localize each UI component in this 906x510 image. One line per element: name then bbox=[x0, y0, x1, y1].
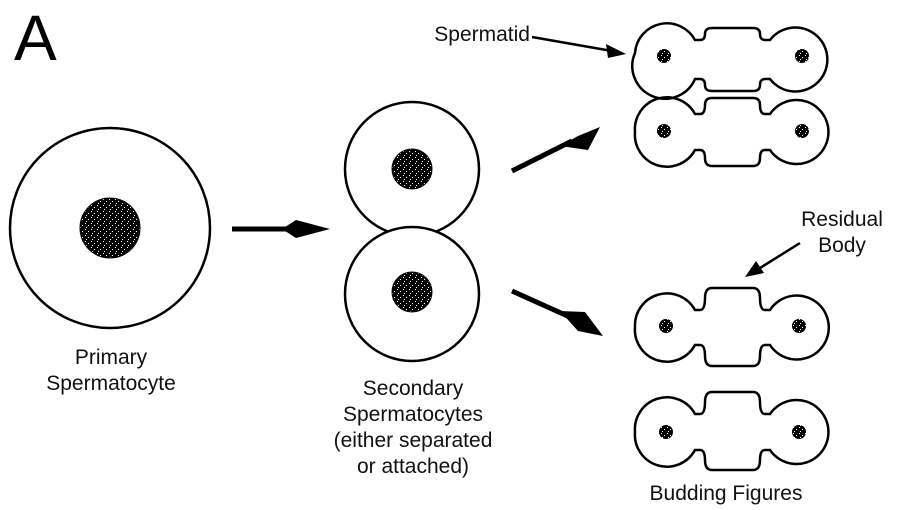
arrow-to-budding-figures bbox=[510, 288, 603, 336]
label-line: Residual bbox=[801, 208, 883, 231]
label-secondary-spermatocytes: Secondary Spermatocytes (either separate… bbox=[318, 376, 508, 480]
label-line: Budding Figures bbox=[649, 482, 803, 505]
primary-spermatocyte bbox=[8, 126, 212, 330]
secondary-nucleus-bottom bbox=[391, 271, 433, 313]
budding-nucleus bbox=[659, 319, 673, 333]
arrow-primary-to-secondary bbox=[232, 220, 330, 238]
primary-nucleus bbox=[79, 197, 141, 259]
label-line: Spermatid bbox=[434, 23, 530, 46]
spermatid-nucleus bbox=[657, 124, 671, 138]
spermatid-cluster bbox=[631, 22, 830, 168]
spermatid-pointer-arrow bbox=[531, 35, 626, 58]
budding-nucleus bbox=[659, 425, 673, 439]
panel-label: A bbox=[14, 2, 57, 74]
arrow-to-spermatids bbox=[510, 127, 600, 174]
label-line: (either separated bbox=[333, 429, 493, 452]
spermatid-nucleus bbox=[795, 49, 809, 63]
budding-nucleus bbox=[792, 319, 806, 333]
budding-figure-bottom bbox=[633, 390, 830, 472]
secondary-spermatocytes bbox=[343, 100, 481, 363]
secondary-nucleus-top bbox=[391, 148, 433, 190]
label-line: Primary bbox=[74, 346, 148, 369]
label-budding-figures: Budding Figures bbox=[626, 481, 826, 507]
label-spermatid: Spermatid bbox=[420, 22, 530, 48]
budding-figure-top bbox=[633, 286, 830, 368]
spermatid-pair-top bbox=[631, 22, 829, 100]
label-residual-body: Residual Body bbox=[784, 207, 900, 259]
budding-nucleus bbox=[792, 425, 806, 439]
spermatid-pair-bottom bbox=[633, 96, 830, 168]
budding-figures bbox=[633, 286, 830, 472]
spermatid-nucleus bbox=[795, 124, 809, 138]
label-primary-spermatocyte: Primary Spermatocyte bbox=[26, 345, 196, 397]
label-line: Body bbox=[818, 234, 866, 257]
label-line: or attached) bbox=[356, 455, 470, 478]
label-line: Spermatocytes bbox=[342, 403, 484, 426]
residual-body-pointer-arrow bbox=[745, 241, 801, 277]
spermatid-nucleus bbox=[657, 49, 671, 63]
label-line: Secondary bbox=[362, 377, 464, 400]
label-line: Spermatocyte bbox=[46, 372, 176, 395]
